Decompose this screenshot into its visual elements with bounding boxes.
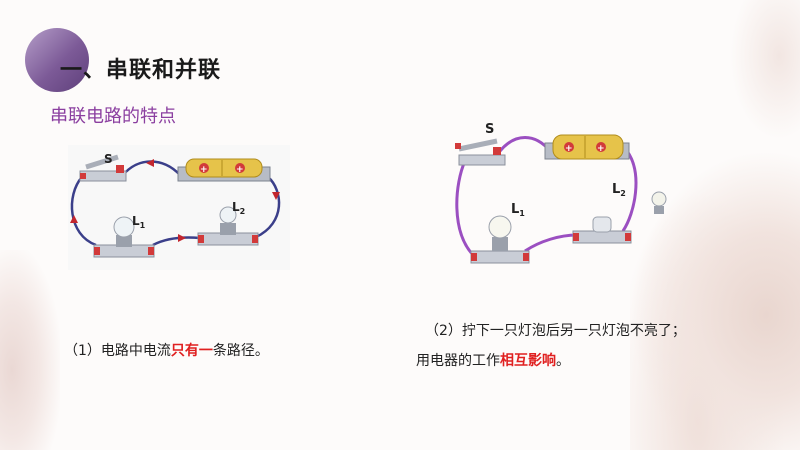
lamp1-component [470, 215, 530, 264]
wire-lamp2-lamp1 [524, 233, 578, 253]
battery-plus-symbol: + [597, 144, 605, 154]
switch-component [455, 138, 506, 166]
wire-lamp1-switch [70, 176, 97, 247]
background-decoration-left [0, 250, 60, 450]
lamp1-component [93, 216, 155, 258]
switch-component [79, 154, 127, 182]
arrow-icon [70, 215, 78, 223]
battery-plus-symbol: + [565, 144, 573, 154]
caption-item-1-suffix: 条路径。 [212, 343, 269, 359]
lamp2-component [197, 206, 259, 246]
caption-item-1-highlight: 只有一 [170, 343, 213, 359]
lamp1-label: L1 [511, 202, 525, 218]
arrow-icon [178, 234, 186, 242]
battery-component [177, 158, 271, 182]
lamp2-label: L2 [232, 200, 245, 216]
switch-label: S [485, 122, 494, 137]
caption-item-3-suffix: 。 [556, 353, 570, 369]
caption-item-1-prefix: （1）电路中电流 [64, 343, 171, 359]
wire-battery-lamp2 [255, 176, 281, 239]
circuit-diagram-right: S + + L1 L2 [455, 122, 667, 264]
caption-item-3: 用电器的工作相互影响。 [416, 350, 570, 370]
arrow-icon [146, 159, 154, 167]
series-circuit-figure-left: S + + L1 L2 [68, 145, 290, 270]
battery-plus-symbol: + [200, 165, 208, 175]
caption-item-3-highlight: 相互影响 [500, 353, 556, 369]
caption-item-2: （2）拧下一只灯泡后另一只灯泡不亮了； [425, 323, 686, 339]
wire-battery-lamp2 [621, 150, 638, 232]
series-circuit-figure-right: S + + L1 L2 [445, 113, 675, 273]
wire-lamp2-lamp1 [152, 236, 201, 247]
battery-component [544, 134, 630, 160]
current-arrows [70, 159, 280, 242]
caption-item-3-prefix: 用电器的工作 [416, 353, 500, 369]
detached-bulb [651, 191, 667, 214]
lamp2-label: L2 [612, 182, 626, 198]
arrow-icon [272, 192, 280, 200]
title-decoration-circle [25, 28, 89, 92]
switch-label: S [104, 152, 113, 166]
caption-item-1: （1）电路中电流只有一条路径。 [64, 340, 269, 360]
section-subtitle: 串联电路的特点 [50, 106, 176, 127]
lamp2-socket-component [572, 216, 632, 244]
circuit-diagram-left: S + + L1 L2 [70, 152, 281, 258]
lamp1-label: L1 [132, 214, 146, 230]
background-decoration-top-right [730, 0, 800, 140]
page-title: 一、串联和并联 [60, 58, 222, 83]
battery-plus-symbol: + [236, 165, 244, 175]
wire-switch-battery [498, 136, 552, 152]
wire-lamp1-switch [455, 160, 477, 259]
